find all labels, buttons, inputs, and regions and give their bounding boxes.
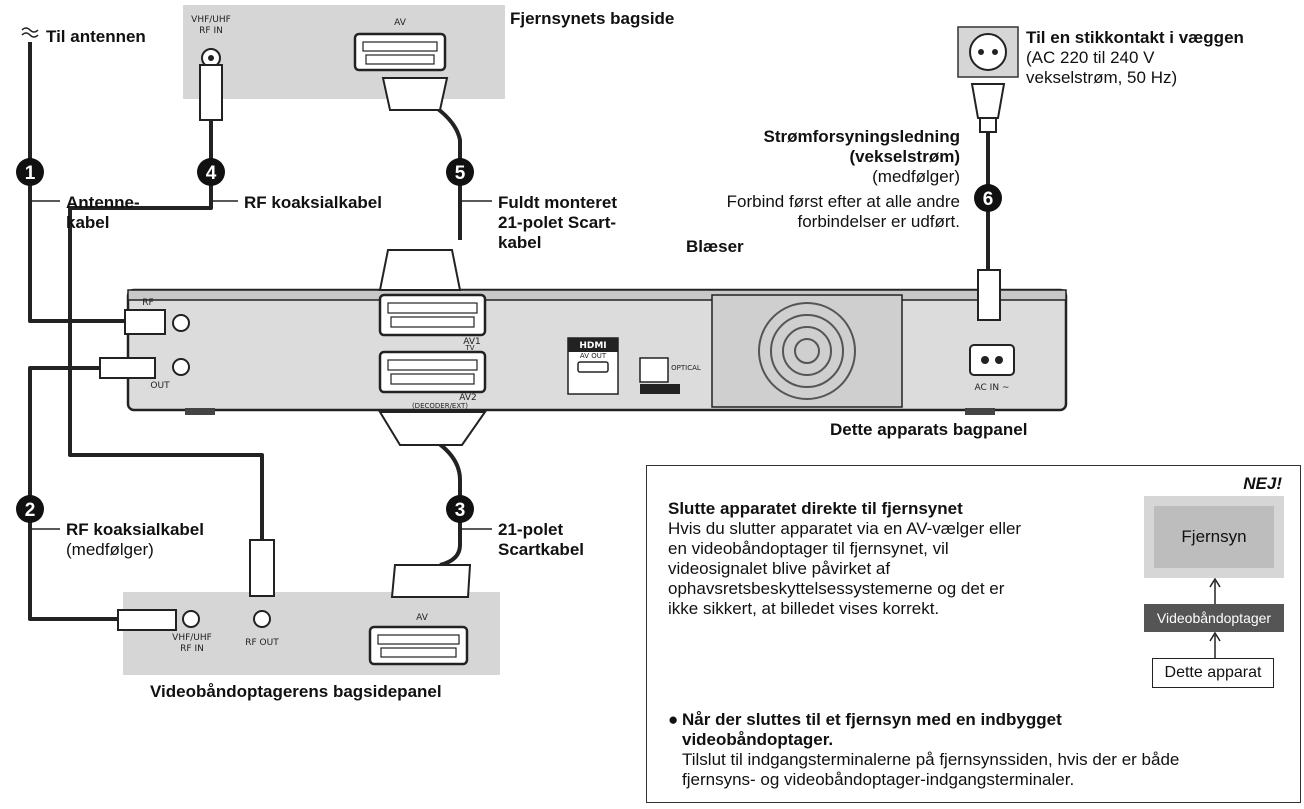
rf-coax-cable-2 [28, 366, 125, 621]
vcr-vhf-label: VHF/UHF [172, 633, 212, 643]
label-scart-3-2: Scartkabel [498, 540, 584, 559]
label-antenna-cable-1: Antenne- [66, 193, 140, 212]
tv-rfin-label: RF IN [199, 26, 223, 36]
label-wall-socket: Til en stikkontakt i væggen [1026, 28, 1244, 47]
label-rf-coax-4: RF koaksialkabel [244, 193, 382, 212]
unit-rf-label: RF [142, 298, 153, 308]
optical-label: OPTICAL [671, 364, 701, 372]
label-vcr-back: Videobåndoptagerens bagsidepanel [150, 682, 442, 701]
svg-text:RF IN: RF IN [180, 644, 204, 654]
step-marker-5 [446, 158, 474, 186]
antenna-symbol-icon [21, 27, 39, 33]
rf-plug-unit-out [99, 357, 156, 379]
unit-out-label: OUT [150, 381, 170, 391]
scart-plug-unit-av1 [378, 249, 462, 291]
vcr-rf-out-connector [253, 610, 271, 628]
vcr-rfout-label: RF OUT [245, 638, 279, 648]
svg-text:AV OUT: AV OUT [580, 352, 607, 360]
step-number-1: 1 [25, 163, 36, 184]
step-number-4: 4 [206, 163, 217, 184]
vcr-scart-connector [368, 625, 469, 666]
label-til-antennen: Til antennen [46, 27, 146, 46]
scart-plug-unit-av2 [378, 411, 487, 446]
antenna-plug-unit [124, 309, 166, 335]
unit-scart-av2 [378, 350, 487, 394]
scart-plug-vcr [390, 564, 472, 598]
nej-label: NEJ! [1243, 474, 1282, 493]
step-marker-3 [446, 495, 474, 523]
label-power-cord-note-2: forbindelser er udført. [797, 212, 960, 231]
label-blower: Blæser [686, 237, 744, 256]
svg-text:(DECODER/EXT): (DECODER/EXT) [412, 402, 468, 410]
bullet-body-2: fjernsyns- og videobåndoptager-indgangst… [682, 770, 1075, 789]
box-body-line-2: en videobåndoptager til fjernsynet, vil [668, 539, 949, 558]
arrow-up-icon [1209, 578, 1221, 604]
vcr-av-label: AV [416, 613, 429, 623]
label-rf-coax-2: RF koaksialkabel [66, 520, 204, 539]
label-wall-socket-detail-1: (AC 220 til 240 V [1026, 48, 1155, 67]
step-number-3: 3 [455, 500, 466, 521]
ac-in-port [969, 344, 1015, 376]
label-scart-full-1: Fuldt monteret [498, 193, 617, 212]
box-body-line-1: Hvis du slutter apparatet via en AV-vælg… [668, 519, 1022, 538]
unit-scart-av1 [378, 293, 487, 337]
step-marker-4 [197, 158, 225, 186]
step-number-6: 6 [983, 189, 994, 210]
label-power-cord-1: Strømforsyningsledning [763, 127, 960, 146]
label-power-cord-sub: (medfølger) [872, 167, 960, 186]
box-body-line-5: ikke sikkert, at billedet vises korrekt. [668, 599, 940, 618]
arrow-up-icon-2 [1209, 632, 1221, 658]
box-body-line-3: videosignalet blive påvirket af [668, 559, 891, 578]
hdmi-label: HDMI [579, 341, 606, 351]
step-marker-1 [16, 158, 44, 186]
step-number-2: 2 [25, 500, 36, 521]
tv-scart-connector [353, 32, 447, 72]
antenna-cable-1 [28, 42, 125, 323]
label-power-cord-note-1: Forbind først efter at alle andre [726, 192, 960, 211]
tv-vhf-label: VHF/UHF [191, 15, 231, 25]
optical-port [639, 357, 669, 383]
label-tv-back: Fjernsynets bagside [510, 9, 675, 28]
bullet-dot: ● [668, 710, 679, 729]
tv-back-panel [183, 5, 505, 99]
box-title: Slutte apparatet direkte til fjernsynet [668, 499, 963, 518]
rf-coax-cable-4 [68, 120, 264, 540]
vcr-rf-in-connector [182, 610, 200, 628]
unit-av1-label: AV1 [463, 337, 480, 347]
label-rf-coax-2-sub: (medfølger) [66, 540, 154, 559]
svg-text:TV: TV [464, 344, 474, 352]
rf-plug-vcr-in [117, 609, 177, 631]
label-scart-full-2: 21-polet Scart- [498, 213, 617, 232]
mini-tv-label: Fjernsyn [1154, 506, 1274, 568]
step-marker-2 [16, 495, 44, 523]
mini-unit: Dette apparat [1152, 658, 1274, 688]
unit-rf-out-connector [172, 358, 190, 376]
power-plug-unit [977, 269, 1001, 321]
fan-grille [711, 294, 903, 408]
unit-rf-in-connector [172, 314, 190, 332]
mini-tv: Fjernsyn [1144, 496, 1284, 578]
label-wall-socket-detail-2: vekselstrøm, 50 Hz) [1026, 68, 1178, 87]
unit-av2-label: AV2 [459, 393, 476, 403]
rf-plug-vcr-out [249, 539, 275, 597]
power-plug [970, 83, 1006, 119]
label-scart-3-1: 21-polet [498, 520, 564, 539]
tv-av-label: AV [394, 18, 407, 28]
step-number-5: 5 [455, 163, 466, 184]
ac-in-label: AC IN ~ [975, 383, 1010, 393]
mini-vcr: Videobåndoptager [1144, 604, 1284, 632]
label-antenna-cable-2: kabel [66, 213, 110, 232]
bullet-body-1: Tilslut til indgangsterminalerne på fjer… [682, 750, 1180, 769]
label-unit-back: Dette apparats bagpanel [830, 420, 1028, 439]
label-power-cord-2: (vekselstrøm) [849, 147, 960, 166]
scart-plug-tv [381, 77, 449, 111]
rf-plug-tv [199, 64, 223, 121]
step-marker-6 [974, 184, 1002, 212]
bullet-title-1: Når der sluttes til et fjernsyn med en i… [682, 710, 1062, 729]
box-body-line-4: ophavsretsbeskyttelsessystemerne og det … [668, 579, 1005, 598]
label-scart-full-3: kabel [498, 233, 542, 252]
direct-connection-note-box: NEJ! Slutte apparatet direkte til fjerns… [646, 465, 1301, 803]
bullet-title-2: videobåndoptager. [682, 730, 834, 749]
